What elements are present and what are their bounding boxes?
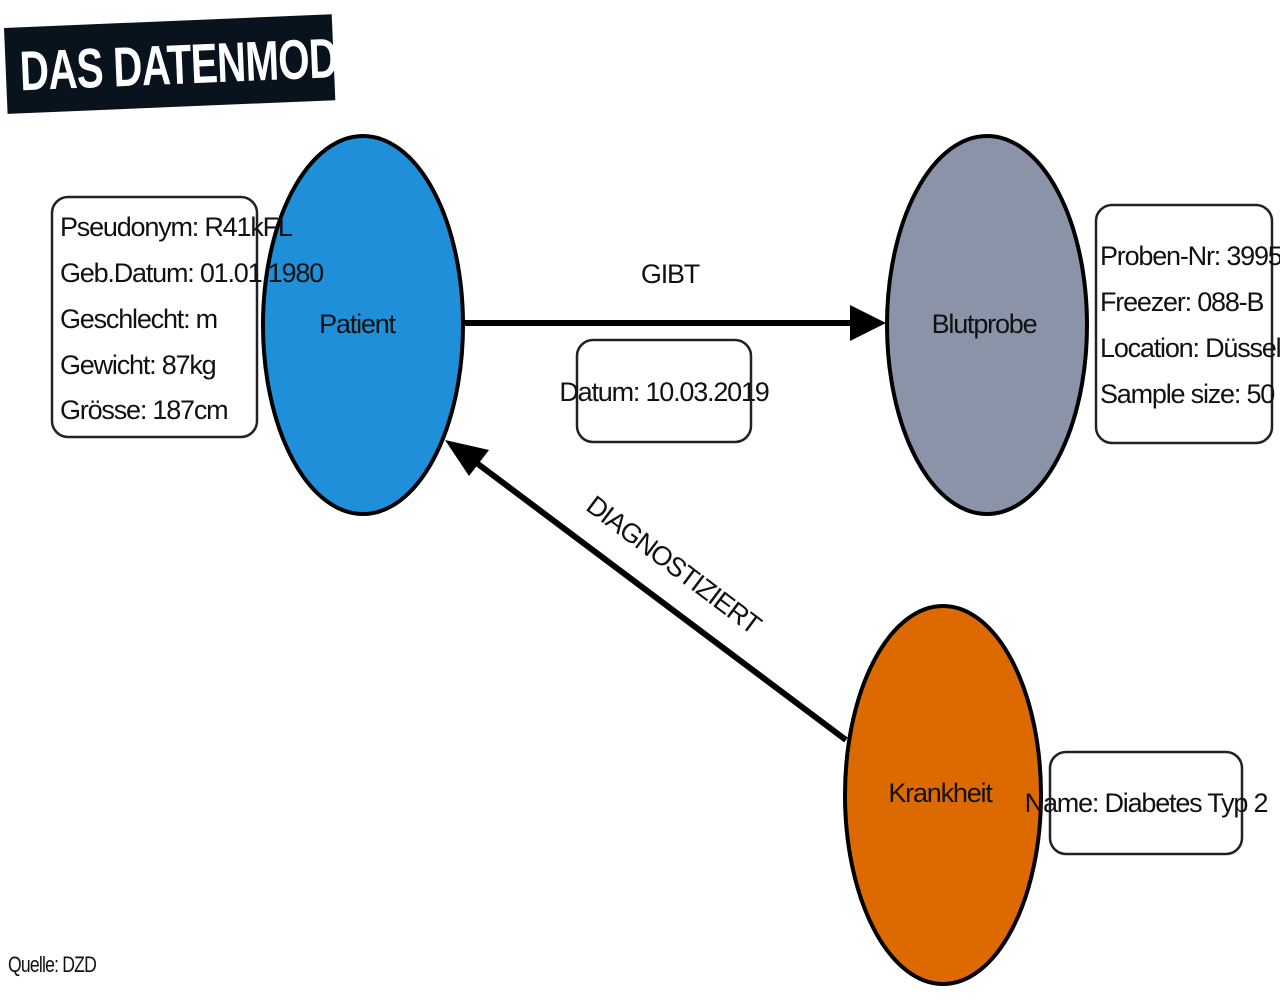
property: Proben-Nr: 39952 <box>1100 241 1280 271</box>
property: Grösse: 187cm <box>60 395 227 425</box>
source-credit: Quelle: DZD <box>8 952 97 977</box>
edge-gibt-property-box <box>575 338 753 444</box>
blutprobe-circle[interactable] <box>885 134 1089 516</box>
patient-circle[interactable] <box>261 134 465 516</box>
property: Location: Düsseldorf <box>1100 333 1280 363</box>
patient-properties-box <box>50 195 259 439</box>
property: Gewicht: 87kg <box>60 350 216 380</box>
property: Geb.Datum: 01.01.1980 <box>60 258 323 288</box>
arrowhead-icon <box>850 305 886 341</box>
edge-diagnostiziert: DIAGNOSTIZIERT <box>445 440 848 743</box>
edge-gibt-label: GIBT <box>641 259 700 289</box>
node-krankheit[interactable]: Krankheit <box>843 604 1043 986</box>
property: Sample size: 50 ml <box>1100 379 1280 409</box>
krankheit-properties-box <box>1048 750 1244 856</box>
property: Pseudonym: R41kFL <box>60 212 293 242</box>
edge-gibt: GIBT Datum: 10.03.2019 <box>463 259 886 444</box>
blutprobe-properties-box <box>1094 203 1274 445</box>
krankheit-properties: Name: Diabetes Typ 2 <box>1025 750 1269 856</box>
arrowhead-icon <box>445 440 489 476</box>
edge-gibt-property: Datum: 10.03.2019 <box>559 377 768 407</box>
patient-properties: Pseudonym: R41kFL Geb.Datum: 01.01.1980 … <box>50 195 324 439</box>
node-patient[interactable]: Patient <box>261 134 465 516</box>
blutprobe-properties: Proben-Nr: 39952 Freezer: 088-B Location… <box>1094 203 1280 445</box>
property: Geschlecht: m <box>60 304 217 334</box>
property: Name: Diabetes Typ 2 <box>1025 788 1268 818</box>
patient-label: Patient <box>319 309 396 339</box>
node-blutprobe[interactable]: Blutprobe <box>885 134 1089 516</box>
property: Freezer: 088-B <box>1100 287 1263 317</box>
krankheit-label: Krankheit <box>888 778 993 808</box>
edge-diagnostiziert-line <box>468 455 848 743</box>
blutprobe-label: Blutprobe <box>932 309 1037 339</box>
krankheit-circle[interactable] <box>843 604 1043 986</box>
